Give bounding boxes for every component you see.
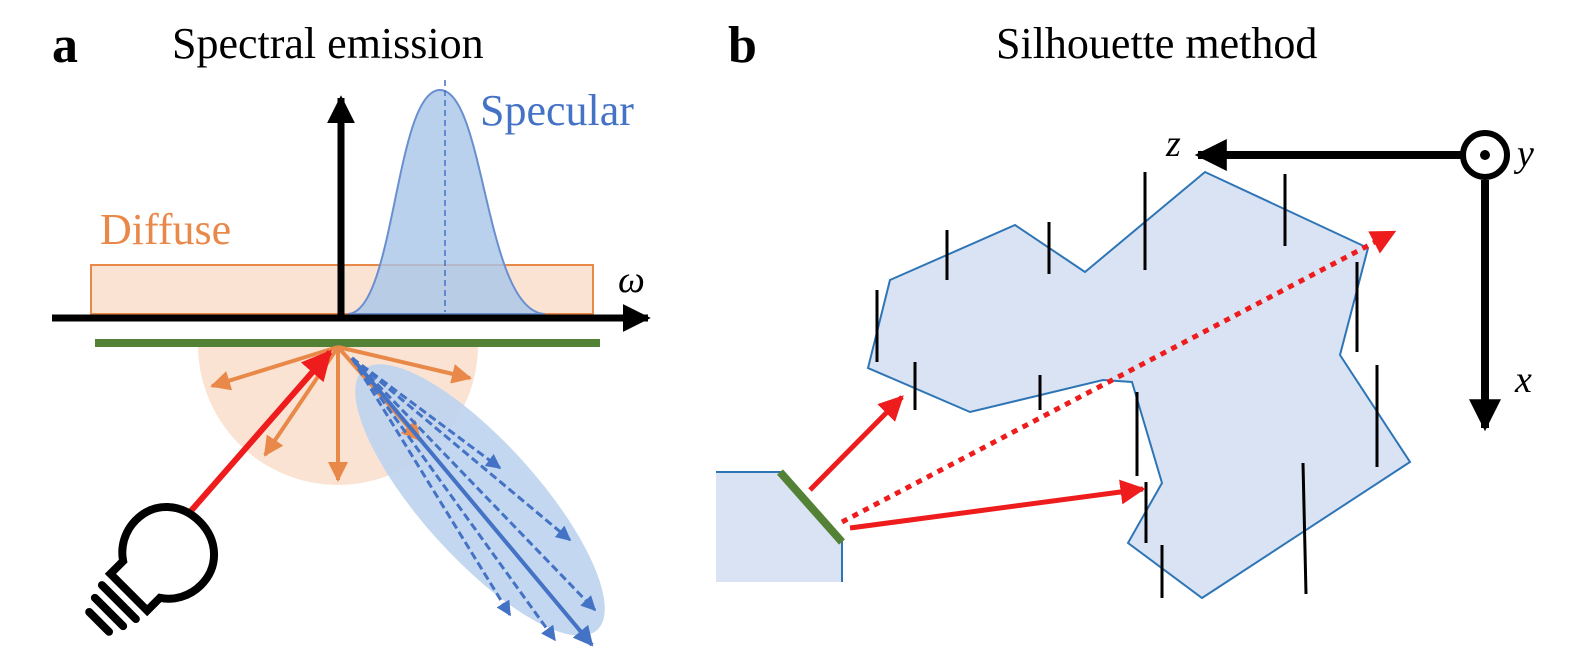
light-bulb-icon bbox=[85, 503, 218, 636]
sensor-surface bbox=[777, 469, 845, 545]
y-axis-label: y bbox=[1513, 133, 1534, 175]
panel-a: a Spectral emission bbox=[52, 17, 651, 647]
specular-main-arrow bbox=[350, 356, 594, 647]
ray-dotted-through bbox=[840, 229, 1397, 525]
specular-peak bbox=[347, 88, 546, 315]
panel-a-letter: a bbox=[52, 17, 78, 74]
x-axis-label: x bbox=[1514, 359, 1532, 401]
sensor-block bbox=[716, 472, 842, 582]
diffuse-label: Diffuse bbox=[100, 205, 231, 254]
panel-b: b Silhouette method bbox=[716, 17, 1534, 600]
y-axis-dot bbox=[1480, 150, 1490, 160]
silhouette-ticks bbox=[875, 172, 1379, 598]
ray-lower bbox=[849, 479, 1146, 531]
panel-b-letter: b bbox=[728, 17, 757, 74]
incident-light-ray bbox=[173, 349, 333, 530]
panel-b-title: Silhouette method bbox=[996, 19, 1317, 68]
omega-label: ω bbox=[618, 259, 645, 301]
ray-upper bbox=[808, 395, 904, 492]
specular-dashed-arrows bbox=[350, 356, 597, 642]
panel-a-title: Spectral emission bbox=[172, 19, 484, 68]
silhouette-object bbox=[866, 170, 1412, 600]
specular-label: Specular bbox=[480, 86, 634, 135]
z-axis-label: z bbox=[1165, 123, 1181, 165]
